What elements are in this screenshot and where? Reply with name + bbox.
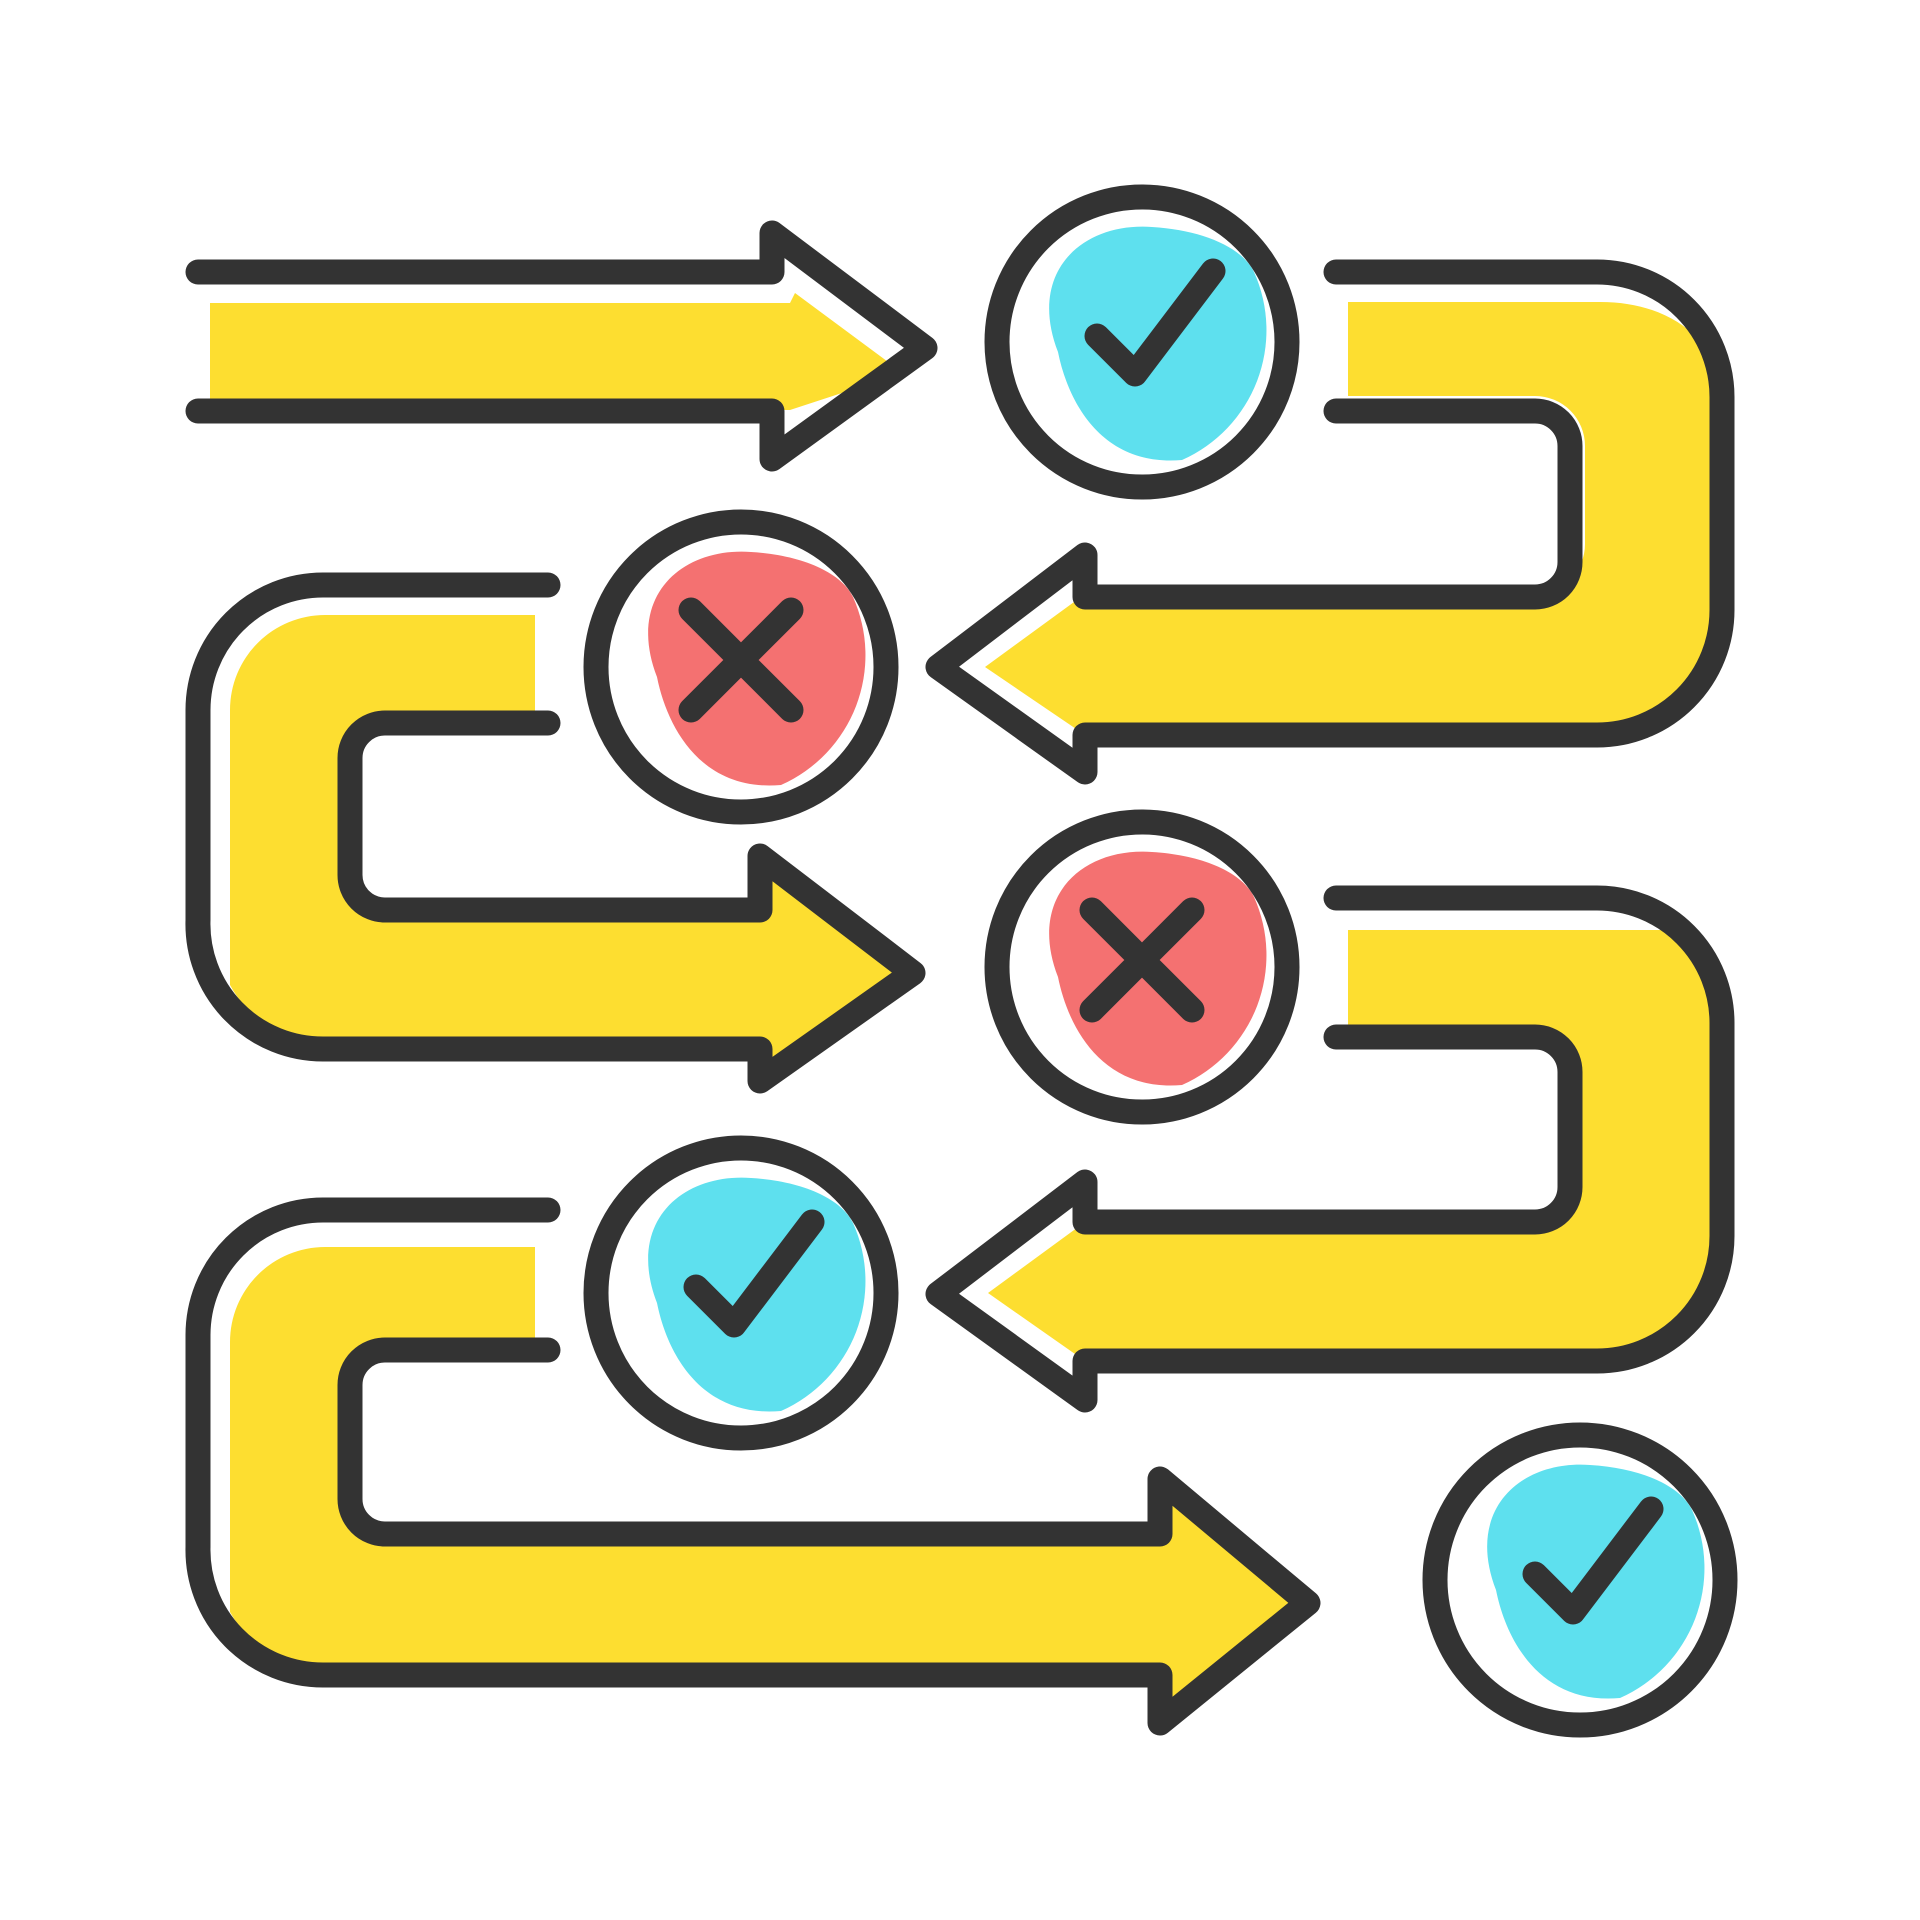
status-marker-success	[1422, 1422, 1738, 1738]
status-marker-success	[984, 184, 1300, 500]
cross-icon	[678, 597, 804, 723]
status-ring	[583, 1135, 899, 1451]
flow-arrow-4	[925, 885, 1735, 1413]
check-icon	[1522, 1496, 1664, 1625]
status-ring	[984, 184, 1300, 500]
status-marker-success	[583, 1135, 899, 1451]
check-icon	[1084, 258, 1226, 387]
flow-arrow-1	[185, 220, 938, 472]
status-marker-failure	[984, 809, 1300, 1125]
check-icon	[683, 1209, 825, 1338]
flow-arrow-2	[925, 259, 1735, 785]
status-marker-failure	[583, 509, 899, 825]
flow-arrow-5	[185, 1197, 1321, 1736]
flow-arrow-3	[185, 572, 926, 1094]
status-ring	[1422, 1422, 1738, 1738]
cross-icon	[1079, 897, 1205, 1023]
status-ring	[984, 809, 1300, 1125]
status-markers	[583, 184, 1738, 1738]
status-ring	[583, 509, 899, 825]
